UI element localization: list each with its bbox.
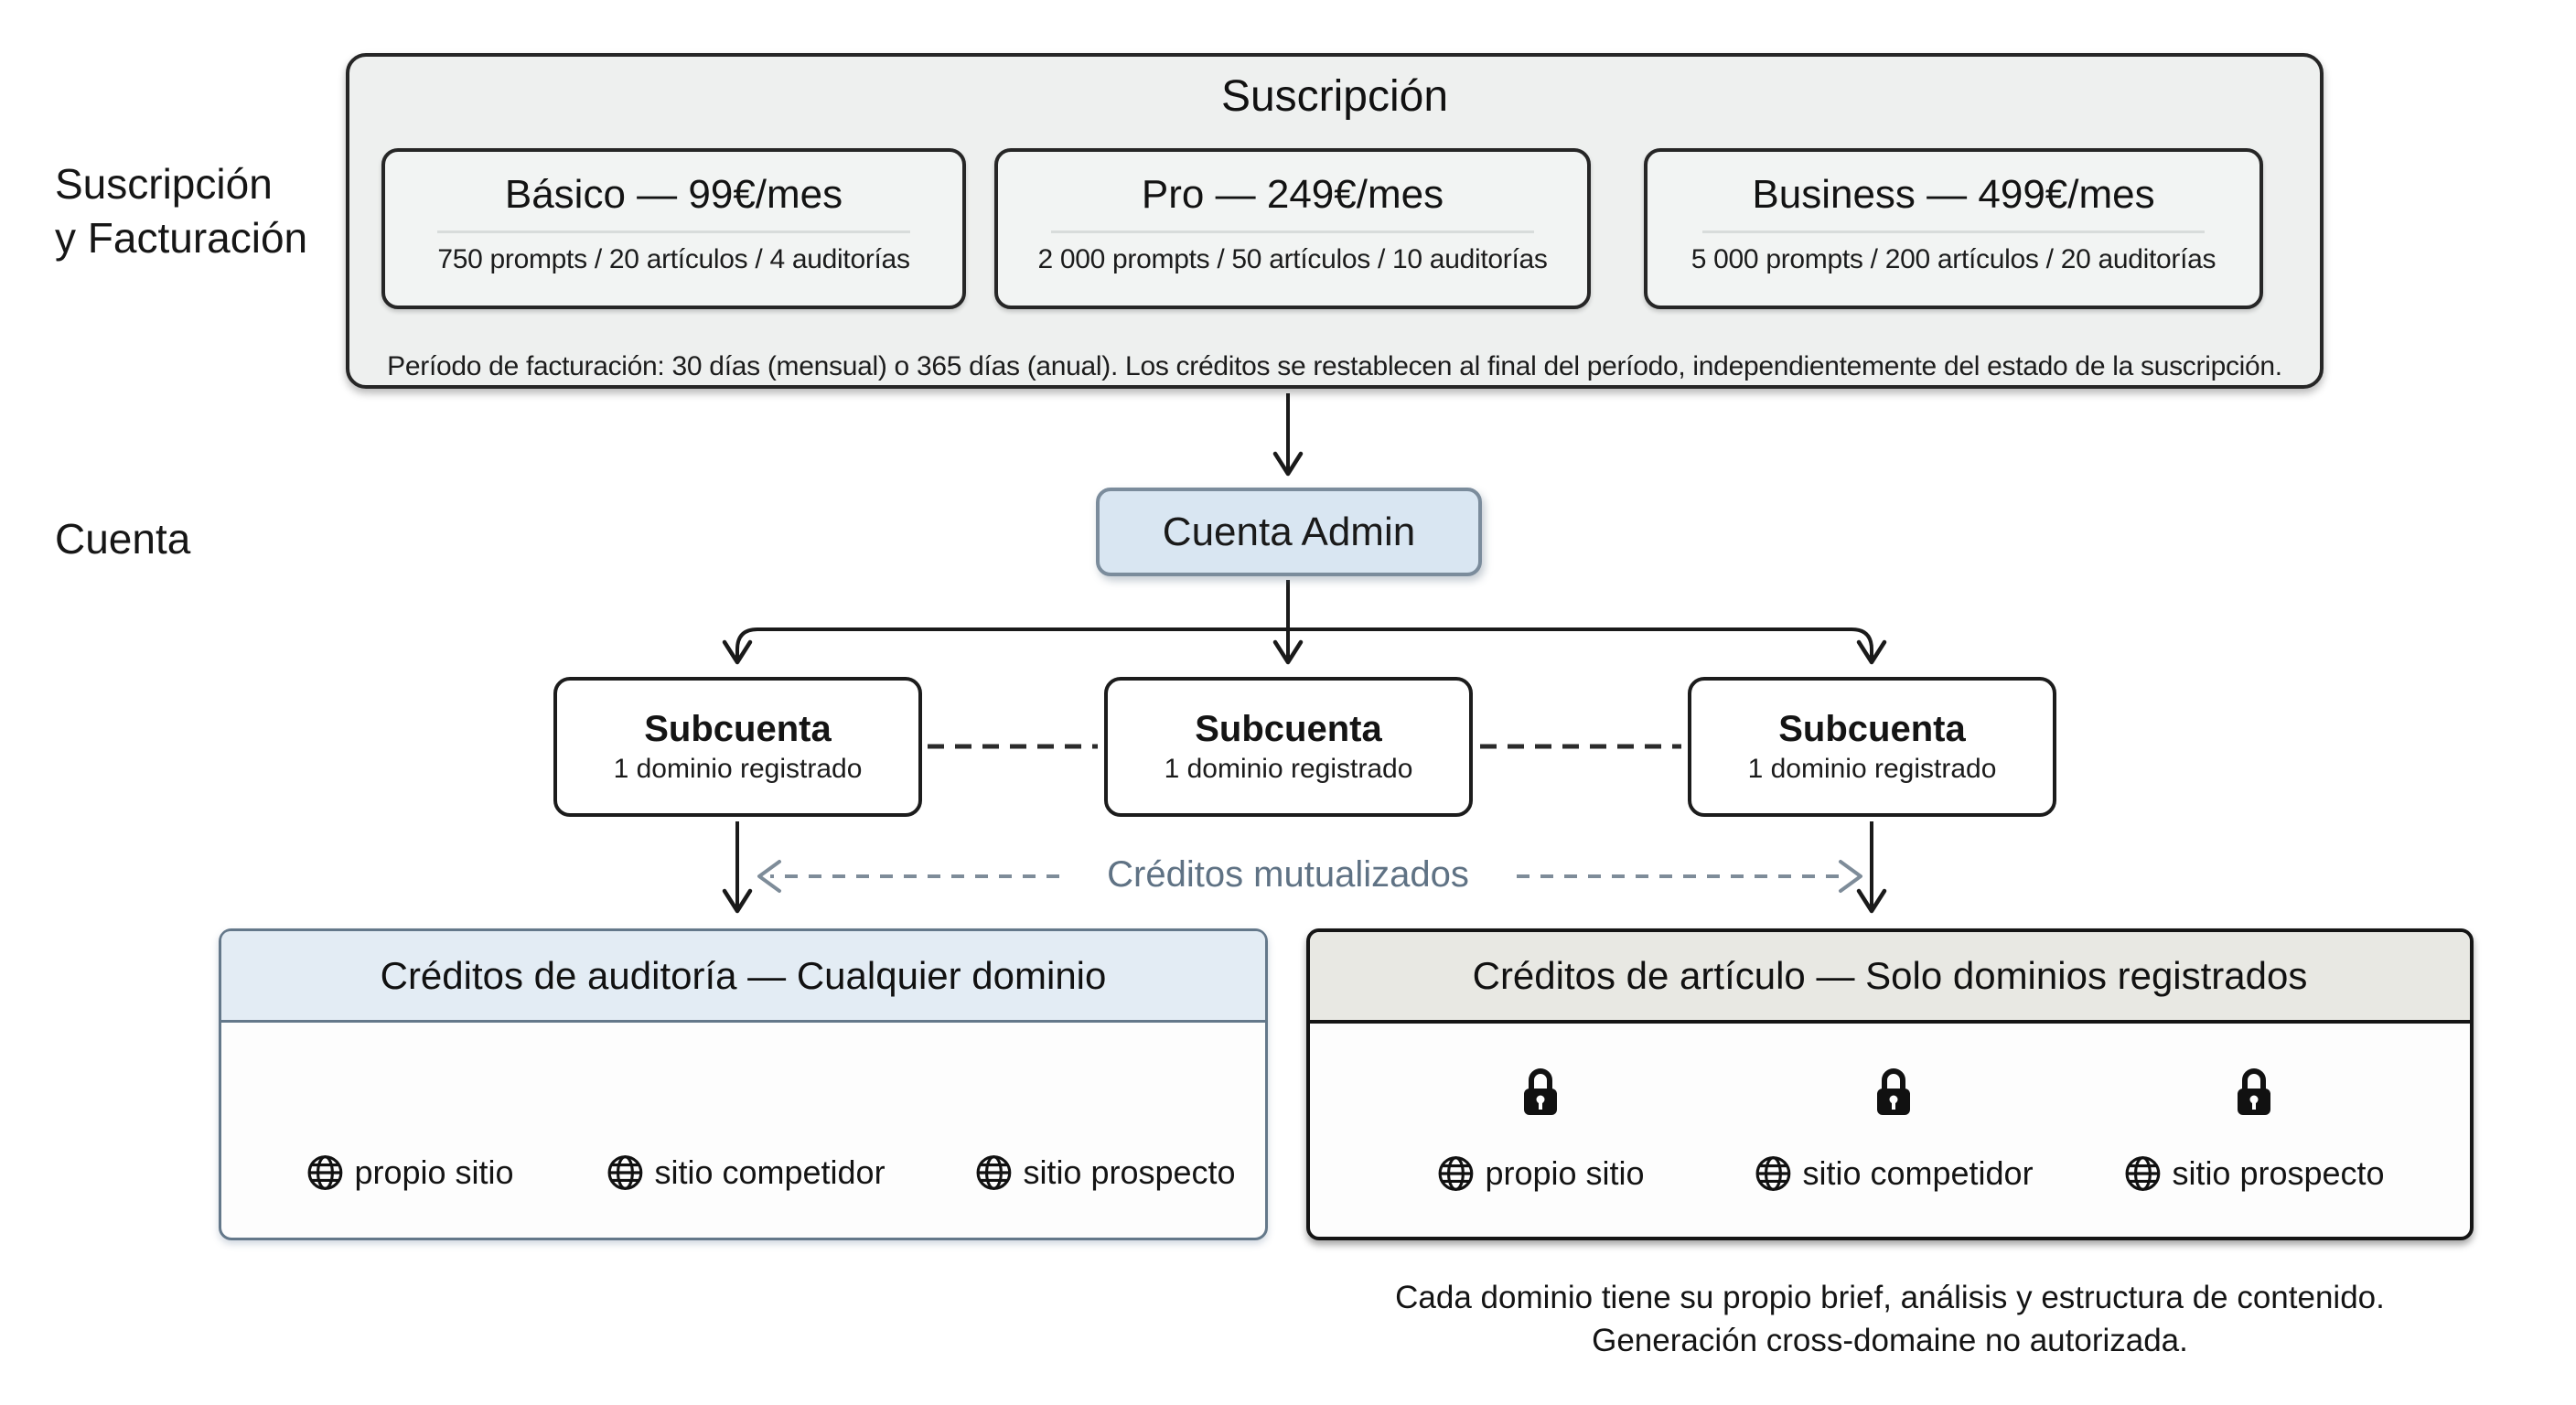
section-label-line1: Suscripción [55,160,273,208]
subaccount-subtitle: 1 dominio registrado [613,754,863,784]
subscription-title: Suscripción [1220,72,1449,121]
subaccount-box-1: Subcuenta 1 dominio registrado [553,677,922,817]
article-target-competitor-site: sitio competidor [1754,1154,2034,1193]
section-label-line2: y Facturación [55,213,308,262]
globe-icon [307,1155,343,1190]
target-label: sitio prospecto [1023,1153,1236,1191]
plan-card-business: Business — 499€/mes 5 000 prompts / 200 … [1644,148,2263,309]
audit-target-prospect-site: sitio prospecto [974,1153,1236,1192]
admin-account-box: Cuenta Admin [1096,488,1482,576]
admin-to-subaccounts-branch [722,580,1887,665]
plan-quota: 2 000 prompts / 50 artículos / 10 audito… [1037,244,1548,274]
subscription-panel: Suscripción Básico — 99€/mes 750 prompts… [346,53,2324,389]
subaccount-subtitle: 1 dominio registrado [1164,754,1413,784]
subaccount-title: Subcuenta [644,709,832,749]
subaccount-box-2: Subcuenta 1 dominio registrado [1104,677,1473,817]
target-label: sitio competidor [1802,1154,2034,1192]
domain-note-line2: Generación cross-domaine no autorizada. [1592,1322,2188,1358]
subaccount-title: Subcuenta [1195,709,1382,749]
lock-icon [1524,1068,1557,1115]
article-target-own-site: propio sitio [1436,1154,1645,1193]
audit-credits-title: Créditos de auditoría — Cualquier domini… [221,931,1265,1023]
plan-name-price: Pro — 249€/mes [1141,172,1444,217]
plan-card-basico: Básico — 99€/mes 750 prompts / 20 artícu… [381,148,966,309]
lock-icon [2238,1068,2270,1115]
plan-card-pro: Pro — 249€/mes 2 000 prompts / 50 artícu… [994,148,1591,309]
subaccount-box-3: Subcuenta 1 dominio registrado [1688,677,2056,817]
article-credits-title: Créditos de artículo — Solo dominios reg… [1310,932,2470,1024]
target-label: sitio competidor [654,1153,886,1191]
shared-credits-label: Créditos mutualizados [1107,854,1469,895]
domain-isolation-note: Cada dominio tiene su propio brief, anál… [1306,1277,2474,1363]
plan-quota: 750 prompts / 20 artículos / 4 auditoría… [437,244,910,274]
plan-quota: 5 000 prompts / 200 artículos / 20 audit… [1690,244,2216,274]
article-credits-box: Créditos de artículo — Solo dominios reg… [1306,928,2474,1240]
plan-name-price: Básico — 99€/mes [504,172,843,217]
billing-period-note: Período de facturación: 30 días (mensual… [387,351,2282,381]
lock-icon [1877,1068,1910,1115]
globe-icon [976,1155,1012,1190]
subaccount-title: Subcuenta [1778,709,1966,749]
article-target-prospect-site: sitio prospecto [2123,1154,2385,1193]
plan-divider [1050,231,1535,233]
globe-icon [1438,1156,1474,1191]
audit-target-competitor-site: sitio competidor [606,1153,886,1192]
target-label: sitio prospecto [2172,1154,2385,1192]
target-label: propio sitio [354,1153,514,1191]
plan-divider [436,231,911,233]
globe-icon [2125,1156,2161,1191]
plan-divider [1702,231,2205,233]
audit-credits-box: Créditos de auditoría — Cualquier domini… [219,928,1268,1240]
globe-icon [607,1155,643,1190]
section-label-subscription-billing: Suscripción y Facturación [55,157,307,265]
section-label-account: Cuenta [55,515,191,563]
globe-icon [1755,1156,1791,1191]
audit-target-own-site: propio sitio [306,1153,514,1192]
subaccount-subtitle: 1 dominio registrado [1747,754,1997,784]
plan-name-price: Business — 499€/mes [1752,172,2155,217]
domain-note-line1: Cada dominio tiene su propio brief, anál… [1395,1280,2385,1315]
target-label: propio sitio [1485,1154,1645,1192]
